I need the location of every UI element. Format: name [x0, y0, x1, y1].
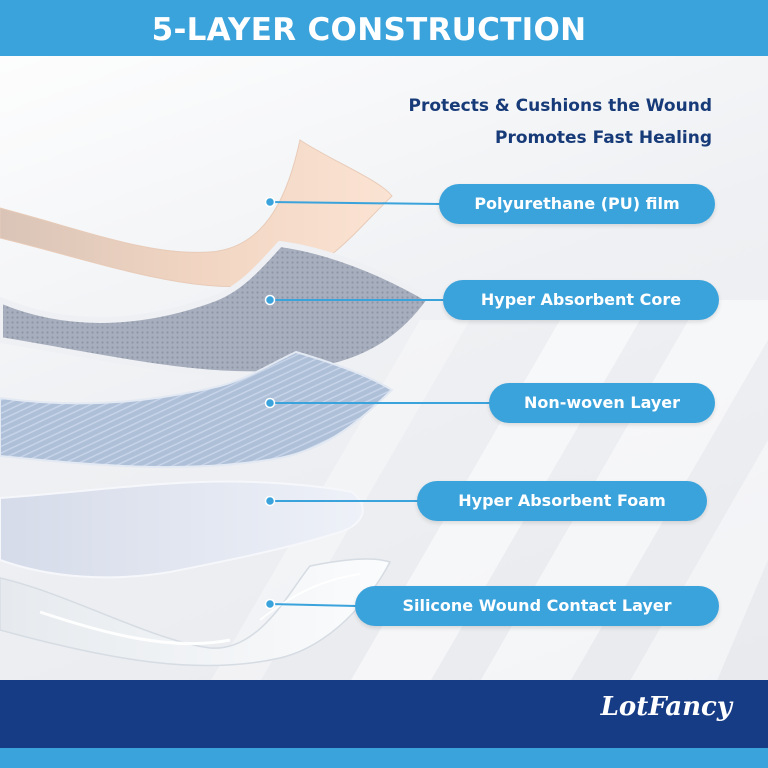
label-absorbent-core: Hyper Absorbent Core	[443, 280, 719, 320]
brand-logo: LotFancy	[600, 692, 732, 722]
label-pu-film: Polyurethane (PU) film	[439, 184, 715, 224]
absorbent-foam-layer	[0, 480, 364, 579]
connector-non-woven	[264, 397, 490, 409]
label-non-woven: Non-woven Layer	[489, 383, 715, 423]
footer-band	[0, 680, 768, 748]
title-banner	[0, 0, 768, 56]
connector-absorbent-foam	[264, 495, 418, 507]
page-title: 5-LAYER CONSTRUCTION	[151, 12, 587, 48]
silicone-contact-layer	[0, 558, 392, 667]
tagline-protects: Protects & Cushions the Wound	[408, 96, 713, 116]
connector-silicone-layer	[264, 598, 357, 610]
tagline-healing: Promotes Fast Healing	[494, 128, 712, 148]
absorbent-core-layer	[0, 240, 435, 378]
connector-absorbent-core	[264, 294, 444, 306]
label-absorbent-foam: Hyper Absorbent Foam	[417, 481, 707, 521]
non-woven-layer	[0, 350, 394, 469]
label-silicone-layer: Silicone Wound Contact Layer	[355, 586, 719, 626]
connector-pu-film	[264, 196, 441, 208]
bottom-accent-strip	[0, 748, 768, 768]
